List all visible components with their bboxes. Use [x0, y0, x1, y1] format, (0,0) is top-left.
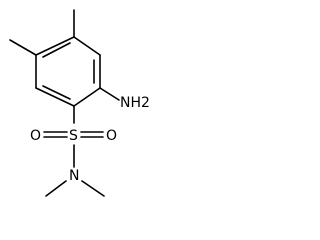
bond-ring-c6-c1 — [35, 36, 75, 56]
bond-nitrogen-methyl-right — [81, 180, 105, 197]
bond-ring-to-amino — [99, 87, 120, 101]
bond-methyl-left — [9, 39, 37, 56]
atom-amino-label: NH2 — [120, 95, 150, 111]
bond-ring-c4-c5 — [35, 87, 75, 107]
atom-nitrogen-label: N — [69, 168, 79, 184]
bond-ring-c1-c2 — [73, 36, 101, 56]
bond-ring-inner-top-left — [42, 42, 71, 58]
atom-oxygen-left-label: O — [30, 128, 41, 144]
atom-oxygen-right-label: O — [106, 128, 117, 144]
bond-nitrogen-methyl-left — [45, 180, 67, 197]
structure-canvas: NH2 S O O N — [0, 0, 164, 226]
bond-ring-c3-c4 — [73, 87, 101, 107]
atom-sulfur-label: S — [69, 128, 78, 144]
chemical-structure-diagram: NH2 S O O N — [9, 9, 150, 197]
bond-ring-inner-bottom-left — [42, 85, 71, 100]
